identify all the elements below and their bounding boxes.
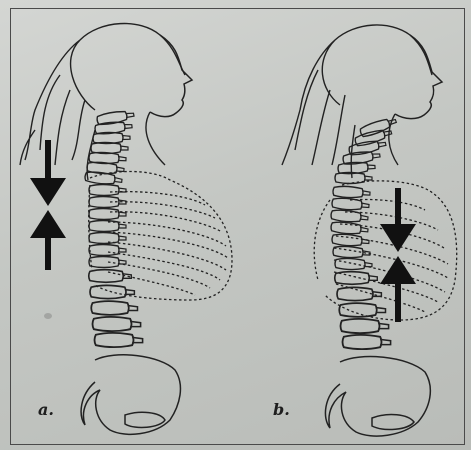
spine-b-upper bbox=[335, 115, 398, 183]
spine-a-upper bbox=[85, 109, 135, 186]
smudge-mark bbox=[44, 313, 52, 319]
ribcage-a bbox=[89, 172, 232, 301]
label-a: a. bbox=[38, 400, 54, 419]
face-b bbox=[395, 35, 442, 119]
figure-a bbox=[20, 24, 232, 435]
compression-arrow-b bbox=[380, 188, 416, 322]
ribcage-b bbox=[314, 181, 457, 320]
compression-arrow-a bbox=[30, 140, 66, 270]
pelvis-a bbox=[81, 355, 180, 435]
neck-a bbox=[87, 112, 165, 180]
figure-b bbox=[282, 25, 457, 436]
label-b: b. bbox=[273, 400, 290, 419]
spine-b-lower bbox=[331, 186, 391, 349]
pelvis-b bbox=[325, 357, 430, 437]
